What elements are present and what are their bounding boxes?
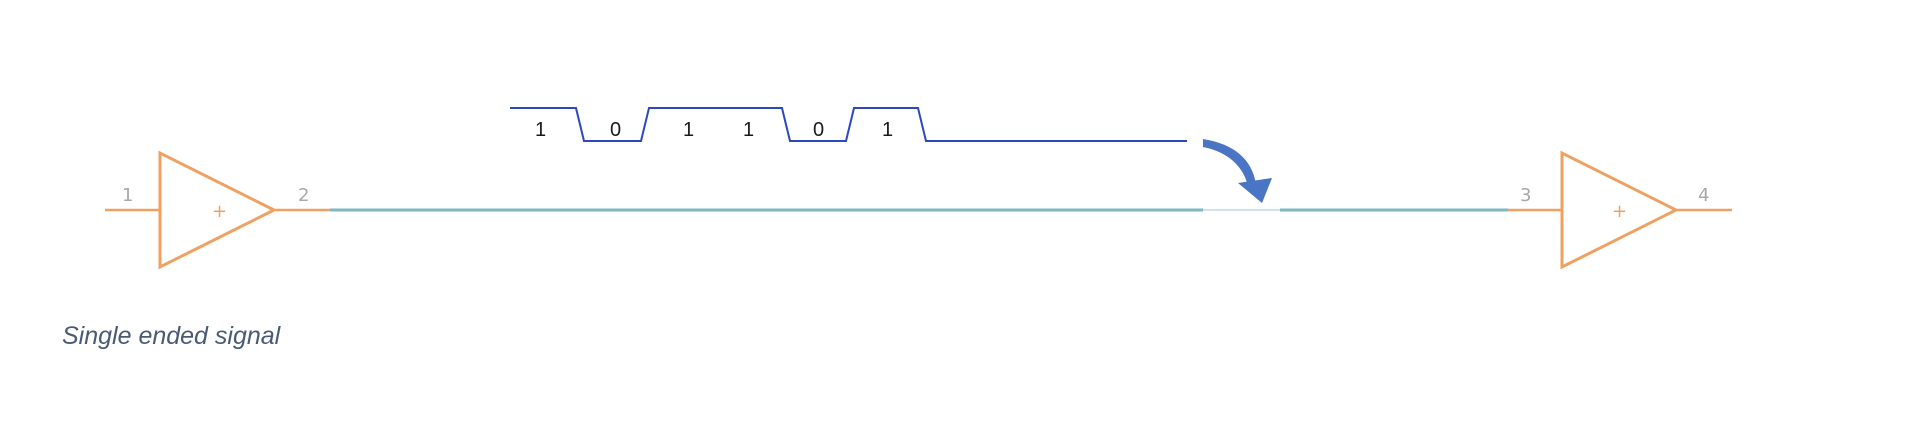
transmitter-amplifier: + 1 2 [105,150,330,270]
pin-label-1: 1 [122,185,133,206]
digital-waveform: 1 0 1 1 0 1 [510,107,1187,142]
curved-arrow-icon [1203,139,1272,203]
pin-label-4: 4 [1698,185,1709,206]
buffer-amplifier-icon [158,150,278,270]
plus-symbol: + [212,201,227,222]
pin-label-2: 2 [298,185,309,206]
bit-label-2: 0 [610,119,621,141]
bit-label-3: 1 [683,119,694,141]
curved-arrow-body [1203,139,1256,186]
plus-symbol: + [1612,201,1627,222]
buffer-amplifier-icon [1560,150,1680,270]
pin-label-3: 3 [1520,185,1531,206]
bit-label-6: 1 [882,119,893,141]
bit-label-4: 1 [743,119,754,141]
bit-label-5: 0 [813,119,824,141]
diagram-caption: Single ended signal [62,322,281,350]
bit-label-1: 1 [535,119,546,141]
curved-arrow-head [1238,178,1272,203]
waveform-trace [510,107,1187,142]
receiver-amplifier: + 3 4 [1508,150,1732,270]
